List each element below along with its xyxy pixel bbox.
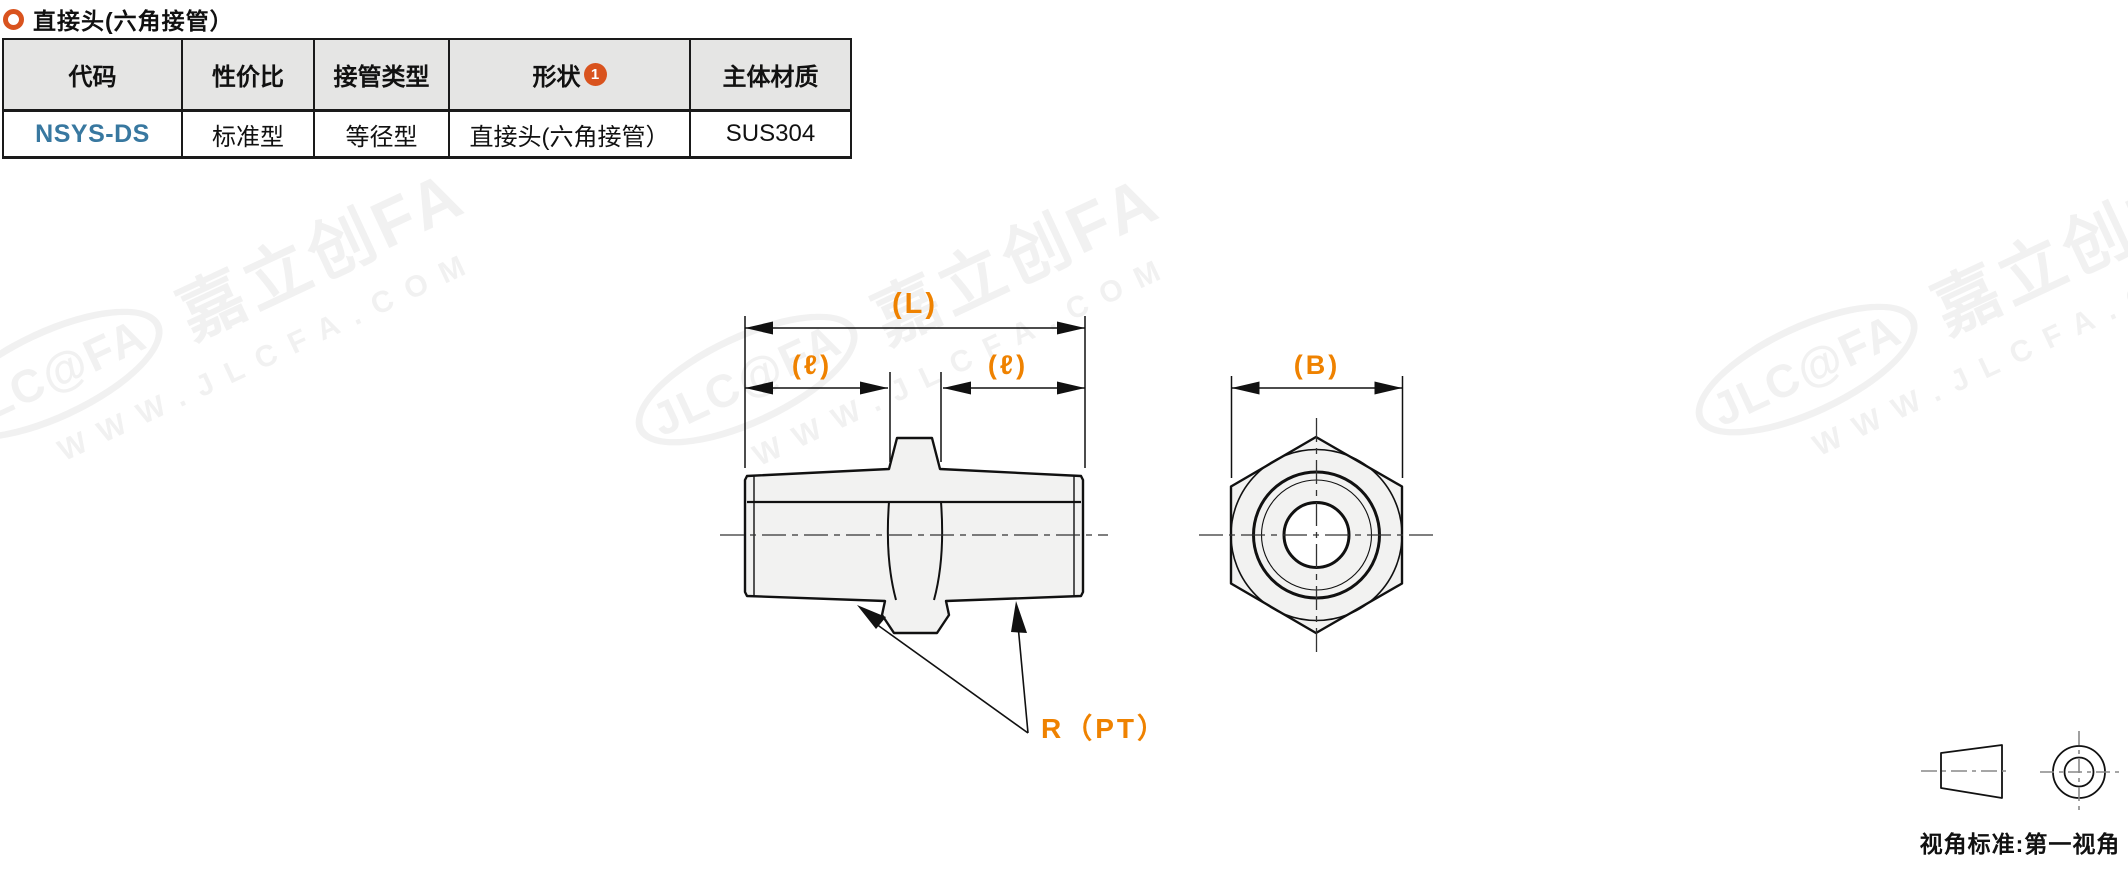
cell-pipe-type: 等径型 <box>315 112 450 156</box>
cell-shape: 直接头(六角接管） <box>450 112 691 156</box>
col-header-cost-performance: 性价比 <box>183 40 315 109</box>
hex-facet-left <box>886 501 897 601</box>
first-angle-symbol <box>1921 731 2120 812</box>
rpt-label: R（PT） <box>1041 712 1168 744</box>
dim-L <box>744 316 1086 468</box>
parts-table: 代码 性价比 接管类型 形状 1 主体材质 NSYS-DS 标准型 等径型 直接… <box>2 38 852 159</box>
part-code-link[interactable]: NSYS-DS <box>35 119 150 148</box>
cell-cost-performance: 标准型 <box>183 112 315 156</box>
cell-code[interactable]: NSYS-DS <box>4 112 183 156</box>
leader-rpt <box>857 601 1029 734</box>
projection-caption: 视角标准:第一视角 <box>1920 831 2121 857</box>
title-bullet-icon <box>3 8 24 30</box>
col-header-pipe-label: 接管类型 <box>333 64 430 91</box>
projection-inner-circle <box>2063 756 2095 788</box>
col-header-code-label: 代码 <box>68 64 117 91</box>
col-header-material: 主体材质 <box>691 40 850 109</box>
table-row: NSYS-DS 标准型 等径型 直接头(六角接管） SUS304 <box>4 112 850 156</box>
dim-l-right-label: (ℓ) <box>988 350 1028 380</box>
dim-L-label: (L) <box>892 288 938 320</box>
shape-number-badge: 1 <box>583 63 607 86</box>
col-header-shape-label: 形状 <box>532 64 581 91</box>
title-bar: 直接头(六角接管） <box>3 2 234 36</box>
cone-symbol <box>1940 744 2003 799</box>
table-header-row: 代码 性价比 接管类型 形状 1 主体材质 <box>4 40 850 112</box>
front-view <box>1199 418 1434 655</box>
col-header-material-label: 主体材质 <box>722 64 819 91</box>
col-header-shape: 形状 1 <box>450 40 691 109</box>
col-header-pipe-type: 接管类型 <box>315 40 450 109</box>
cell-material: SUS304 <box>725 120 816 147</box>
page-title: 直接头(六角接管） <box>33 8 234 34</box>
side-view <box>720 436 1108 635</box>
dim-l-right <box>940 372 1085 462</box>
col-header-code: 代码 <box>4 40 183 109</box>
col-header-cost-label: 性价比 <box>212 64 284 91</box>
side-view-body <box>743 436 1085 635</box>
dim-l-left-label: (ℓ) <box>792 350 832 380</box>
hex-facet-right <box>933 501 944 601</box>
dim-l-left <box>745 372 891 462</box>
dim-B <box>1230 376 1404 478</box>
dim-B-label: (B) <box>1294 350 1340 380</box>
